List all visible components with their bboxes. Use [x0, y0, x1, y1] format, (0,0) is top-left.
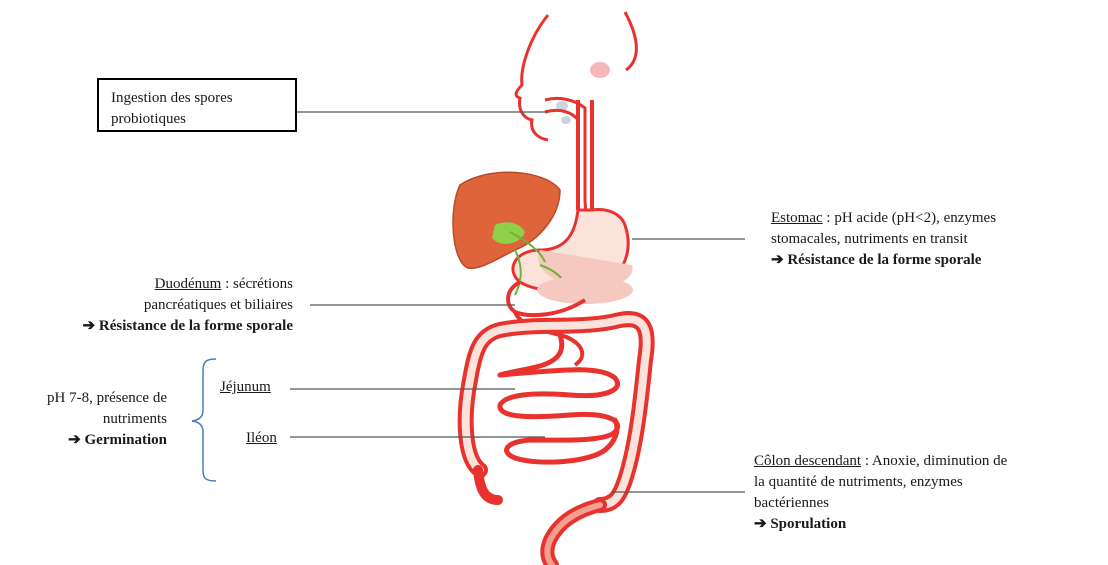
ingestion-line1: Ingestion des spores [111, 88, 283, 109]
curly-brace [192, 359, 216, 481]
large-intestine [466, 319, 647, 505]
head-back [625, 12, 636, 70]
colon-annotation: Côlon descendant : Anoxie, diminution de… [754, 451, 1104, 535]
duodenum-result: Résistance de la forme sporale [99, 318, 293, 334]
intestin-desc2: nutriments [0, 409, 167, 430]
duodenum-line1: Duodénum : sécrétions [0, 274, 293, 295]
arrow-icon: ➔ [771, 252, 784, 268]
estomac-result-line: ➔ Résistance de la forme sporale [771, 250, 1101, 271]
ileon-label: Iléon [246, 428, 277, 449]
intestin-annotation: pH 7-8, présence de nutriments ➔ Germina… [0, 388, 167, 451]
jejunum-label: Jéjunum [220, 377, 271, 398]
colon-result: Sporulation [770, 516, 846, 532]
estomac-result: Résistance de la forme sporale [787, 252, 981, 268]
colon-label: Côlon descendant [754, 453, 861, 469]
duodenum-label: Duodénum [155, 276, 222, 292]
intestin-result-line: ➔ Germination [0, 430, 167, 451]
estomac-label: Estomac [771, 210, 823, 226]
appendix [478, 470, 498, 500]
arrow-icon: ➔ [68, 432, 81, 448]
arrow-icon: ➔ [83, 318, 96, 334]
arrow-icon: ➔ [754, 516, 767, 532]
colon-desc3: bactériennes [754, 493, 1104, 514]
head-profile [516, 15, 548, 140]
estomac-line1: Estomac : pH acide (pH<2), enzymes [771, 208, 1101, 229]
duodenum-desc2: pancréatiques et biliaires [0, 295, 293, 316]
intestin-desc1: pH 7-8, présence de [0, 388, 167, 409]
estomac-annotation: Estomac : pH acide (pH<2), enzymes stoma… [771, 208, 1101, 271]
estomac-desc2: stomacales, nutriments en transit [771, 229, 1101, 250]
salivary-gland-3 [561, 116, 571, 124]
small-intestine-coils [500, 335, 618, 462]
estomac-desc1: : pH acide (pH<2), enzymes [823, 210, 996, 226]
ingestion-line2: probiotiques [111, 109, 283, 130]
ingestion-box: Ingestion des spores probiotiques [97, 78, 297, 132]
duodenum-desc1: : sécrétions [221, 276, 293, 292]
colon-line1: Côlon descendant : Anoxie, diminution de [754, 451, 1104, 472]
colon-desc1: : Anoxie, diminution de [861, 453, 1007, 469]
colon-desc2: la quantité de nutriments, enzymes [754, 472, 1104, 493]
intestin-result: Germination [85, 432, 168, 448]
pancreas [537, 276, 633, 304]
duodenum-result-line: ➔ Résistance de la forme sporale [0, 316, 293, 337]
duodenum-annotation: Duodénum : sécrétions pancréatiques et b… [0, 274, 293, 337]
salivary-gland [590, 62, 610, 78]
colon-result-line: ➔ Sporulation [754, 514, 1104, 535]
